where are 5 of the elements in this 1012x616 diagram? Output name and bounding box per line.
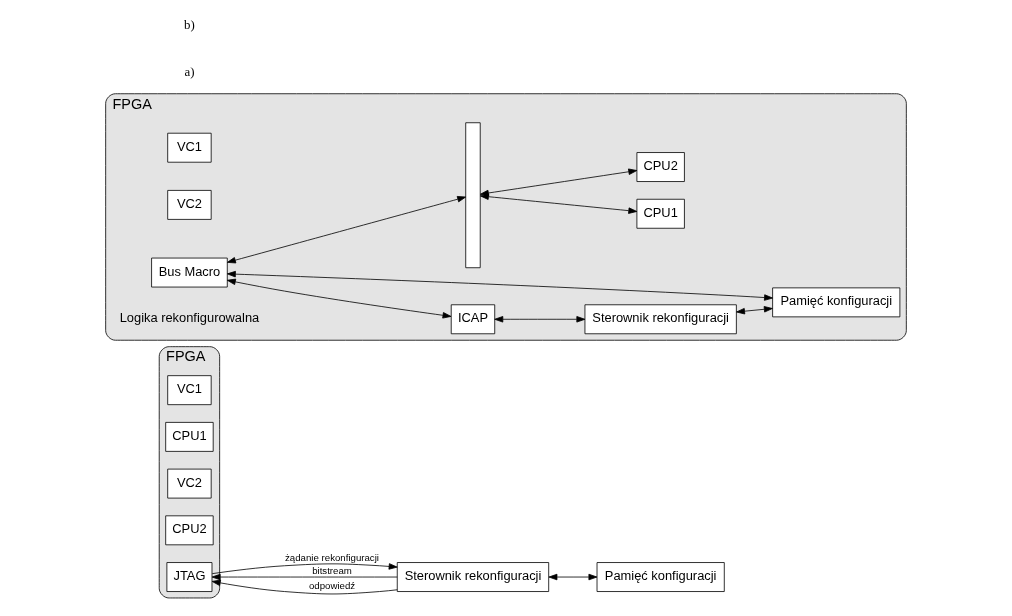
edge-label: żądanie rekonfiguracji <box>285 552 379 564</box>
edge-label: bitstream <box>312 565 352 577</box>
edge-label: odpowiedź <box>308 579 356 591</box>
label: a) <box>184 64 195 79</box>
label: b) <box>184 18 195 33</box>
